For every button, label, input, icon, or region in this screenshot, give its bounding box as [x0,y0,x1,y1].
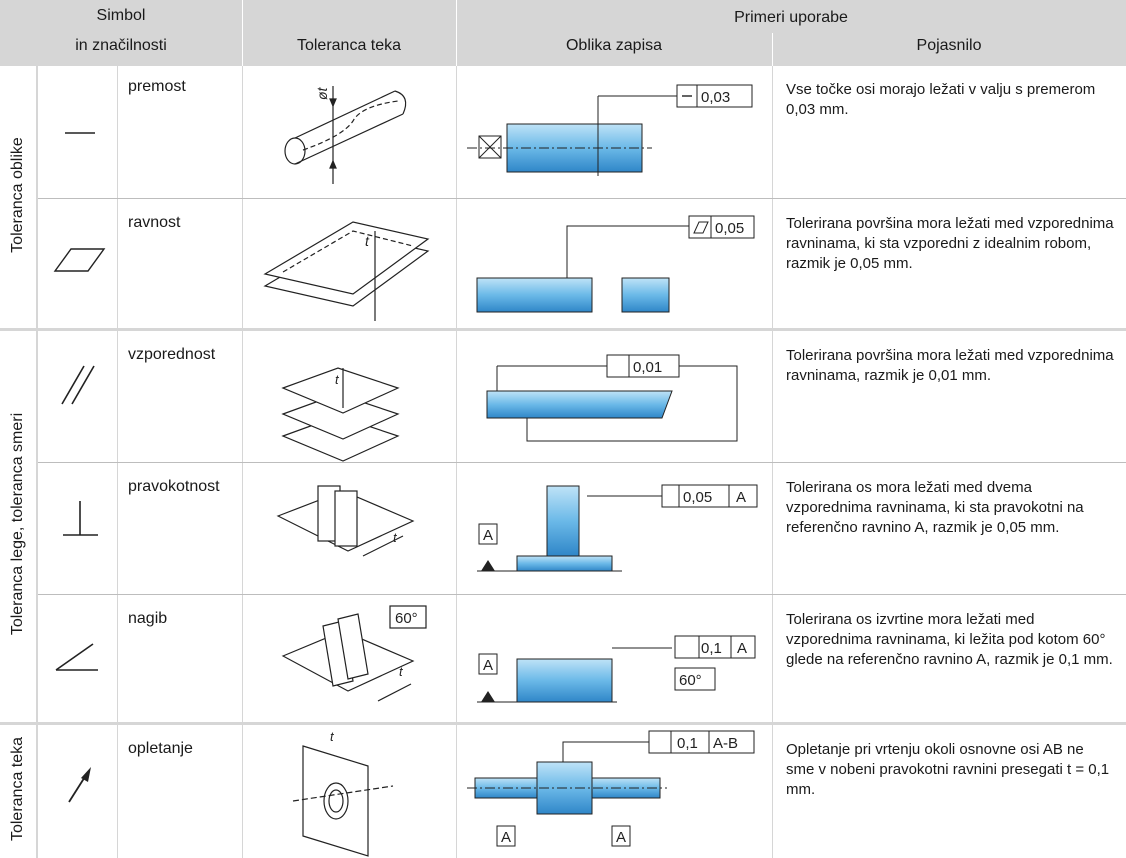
svg-text:60°: 60° [679,672,702,689]
svg-text:0,1: 0,1 [701,640,722,657]
angularity-zone-sketch: 60° t [281,605,427,702]
straightness-notation-drawing: 0,03 [467,84,753,176]
row-divider [38,198,1126,199]
svg-text:60°: 60° [395,610,418,627]
perpendicularity-zone-sketch: t [276,485,415,557]
runout-zone-sketch: t [292,729,394,857]
header-divider [772,33,773,66]
grid-line [36,66,38,858]
header-symbol-line2: in značilnosti [75,37,167,54]
explanation-runout: Opletanje pri vrtenju okoli osnovne osi … [786,741,1110,798]
runout-arrow-icon [68,767,91,803]
svg-text:A: A [736,489,746,506]
svg-text:0,1: 0,1 [677,735,698,752]
explanation-parallelism: Tolerirana površina mora ležati med vzpo… [786,347,1114,384]
perpendicularity-symbol-icon [63,501,98,536]
header-examples: Primeri uporabe [734,9,848,26]
header-explanation: Pojasnilo [916,37,982,54]
group-divider [0,722,1126,725]
group-divider [0,328,1126,331]
svg-text:A: A [737,640,747,657]
header-divider [456,0,457,66]
svg-text:t: t [330,729,335,744]
row-name-parallelism: vzporednost [128,346,216,363]
feature-control-frame: 0,1 A [674,635,756,659]
header-divider [242,0,243,66]
feature-control-frame: 0,01 [606,354,680,378]
svg-text:A: A [501,829,511,846]
svg-text:A: A [483,527,493,544]
svg-text:t: t [393,530,398,545]
runout-notation-drawing: 0,1 A-B A A [467,730,755,847]
category-runout: Toleranca teka [9,736,26,842]
explanation-flatness: Tolerirana površina mora ležati med vzpo… [786,215,1114,272]
row-name-perpendicularity: pravokotnost [128,478,220,495]
datum-box: A [478,523,498,571]
symbol-column [53,132,106,803]
svg-text:t: t [399,664,404,679]
datum-box: A A [496,825,631,847]
header-tolerance-zone: Toleranca teka [296,37,402,54]
svg-text:A: A [483,657,493,674]
parallelism-notation-drawing: 0,01 [486,354,738,442]
header-symbol-line1: Simbol [96,7,146,24]
parallelism-symbol-icon [61,365,95,405]
category-form: Toleranca oblike [9,137,26,253]
explanation-straightness: Vse točke osi morajo ležati v valju s pr… [786,81,1096,118]
row-divider [38,462,1126,463]
feature-control-frame: 0,05 [688,215,755,239]
explanation-perpendicularity: Tolerirana os mora ležati med dvema vzpo… [786,479,1084,536]
svg-text:0,03: 0,03 [701,89,730,106]
notation-column: 0,03 0,05 0,01 [467,84,758,847]
angularity-notation-drawing: 0,1 A 60° A [477,635,756,703]
feature-control-frame: 0,03 [676,84,753,108]
category-orientation: Toleranca lege, toleranca smeri [9,412,26,636]
datum-box: A [478,653,498,702]
table-header [0,0,1126,66]
angle-box: 60° [674,667,716,691]
svg-text:0,05: 0,05 [715,220,744,237]
flatness-notation-drawing: 0,05 [476,215,755,313]
straightness-zone-sketch: øt [284,86,407,184]
parallelism-zone-sketch: t [281,367,400,462]
row-name-straightness: premost [128,78,186,95]
row-name-runout: opletanje [128,740,193,757]
explanation-angularity: Tolerirana os izvrtine mora ležati med v… [786,611,1113,668]
svg-text:t: t [335,372,340,387]
row-name-flatness: ravnost [128,214,181,231]
svg-text:A: A [616,829,626,846]
feature-control-frame: 0,05 A [661,484,758,508]
row-divider [38,594,1126,595]
svg-text:t: t [365,233,370,249]
svg-text:øt: øt [314,86,330,100]
angularity-symbol-icon [55,643,98,671]
header-notation: Oblika zapisa [565,37,663,54]
svg-text:0,05: 0,05 [683,489,712,506]
flatness-zone-sketch: t [263,221,430,321]
zone-sketch-column: øt t t t [263,86,430,857]
row-name-angularity: nagib [128,610,168,627]
perpendicularity-notation-drawing: 0,05 A A [477,484,758,572]
flatness-symbol-icon [53,248,106,272]
svg-text:0,01: 0,01 [633,359,662,376]
feature-control-frame: 0,1 A-B [648,730,755,754]
svg-text:A-B: A-B [713,735,738,752]
